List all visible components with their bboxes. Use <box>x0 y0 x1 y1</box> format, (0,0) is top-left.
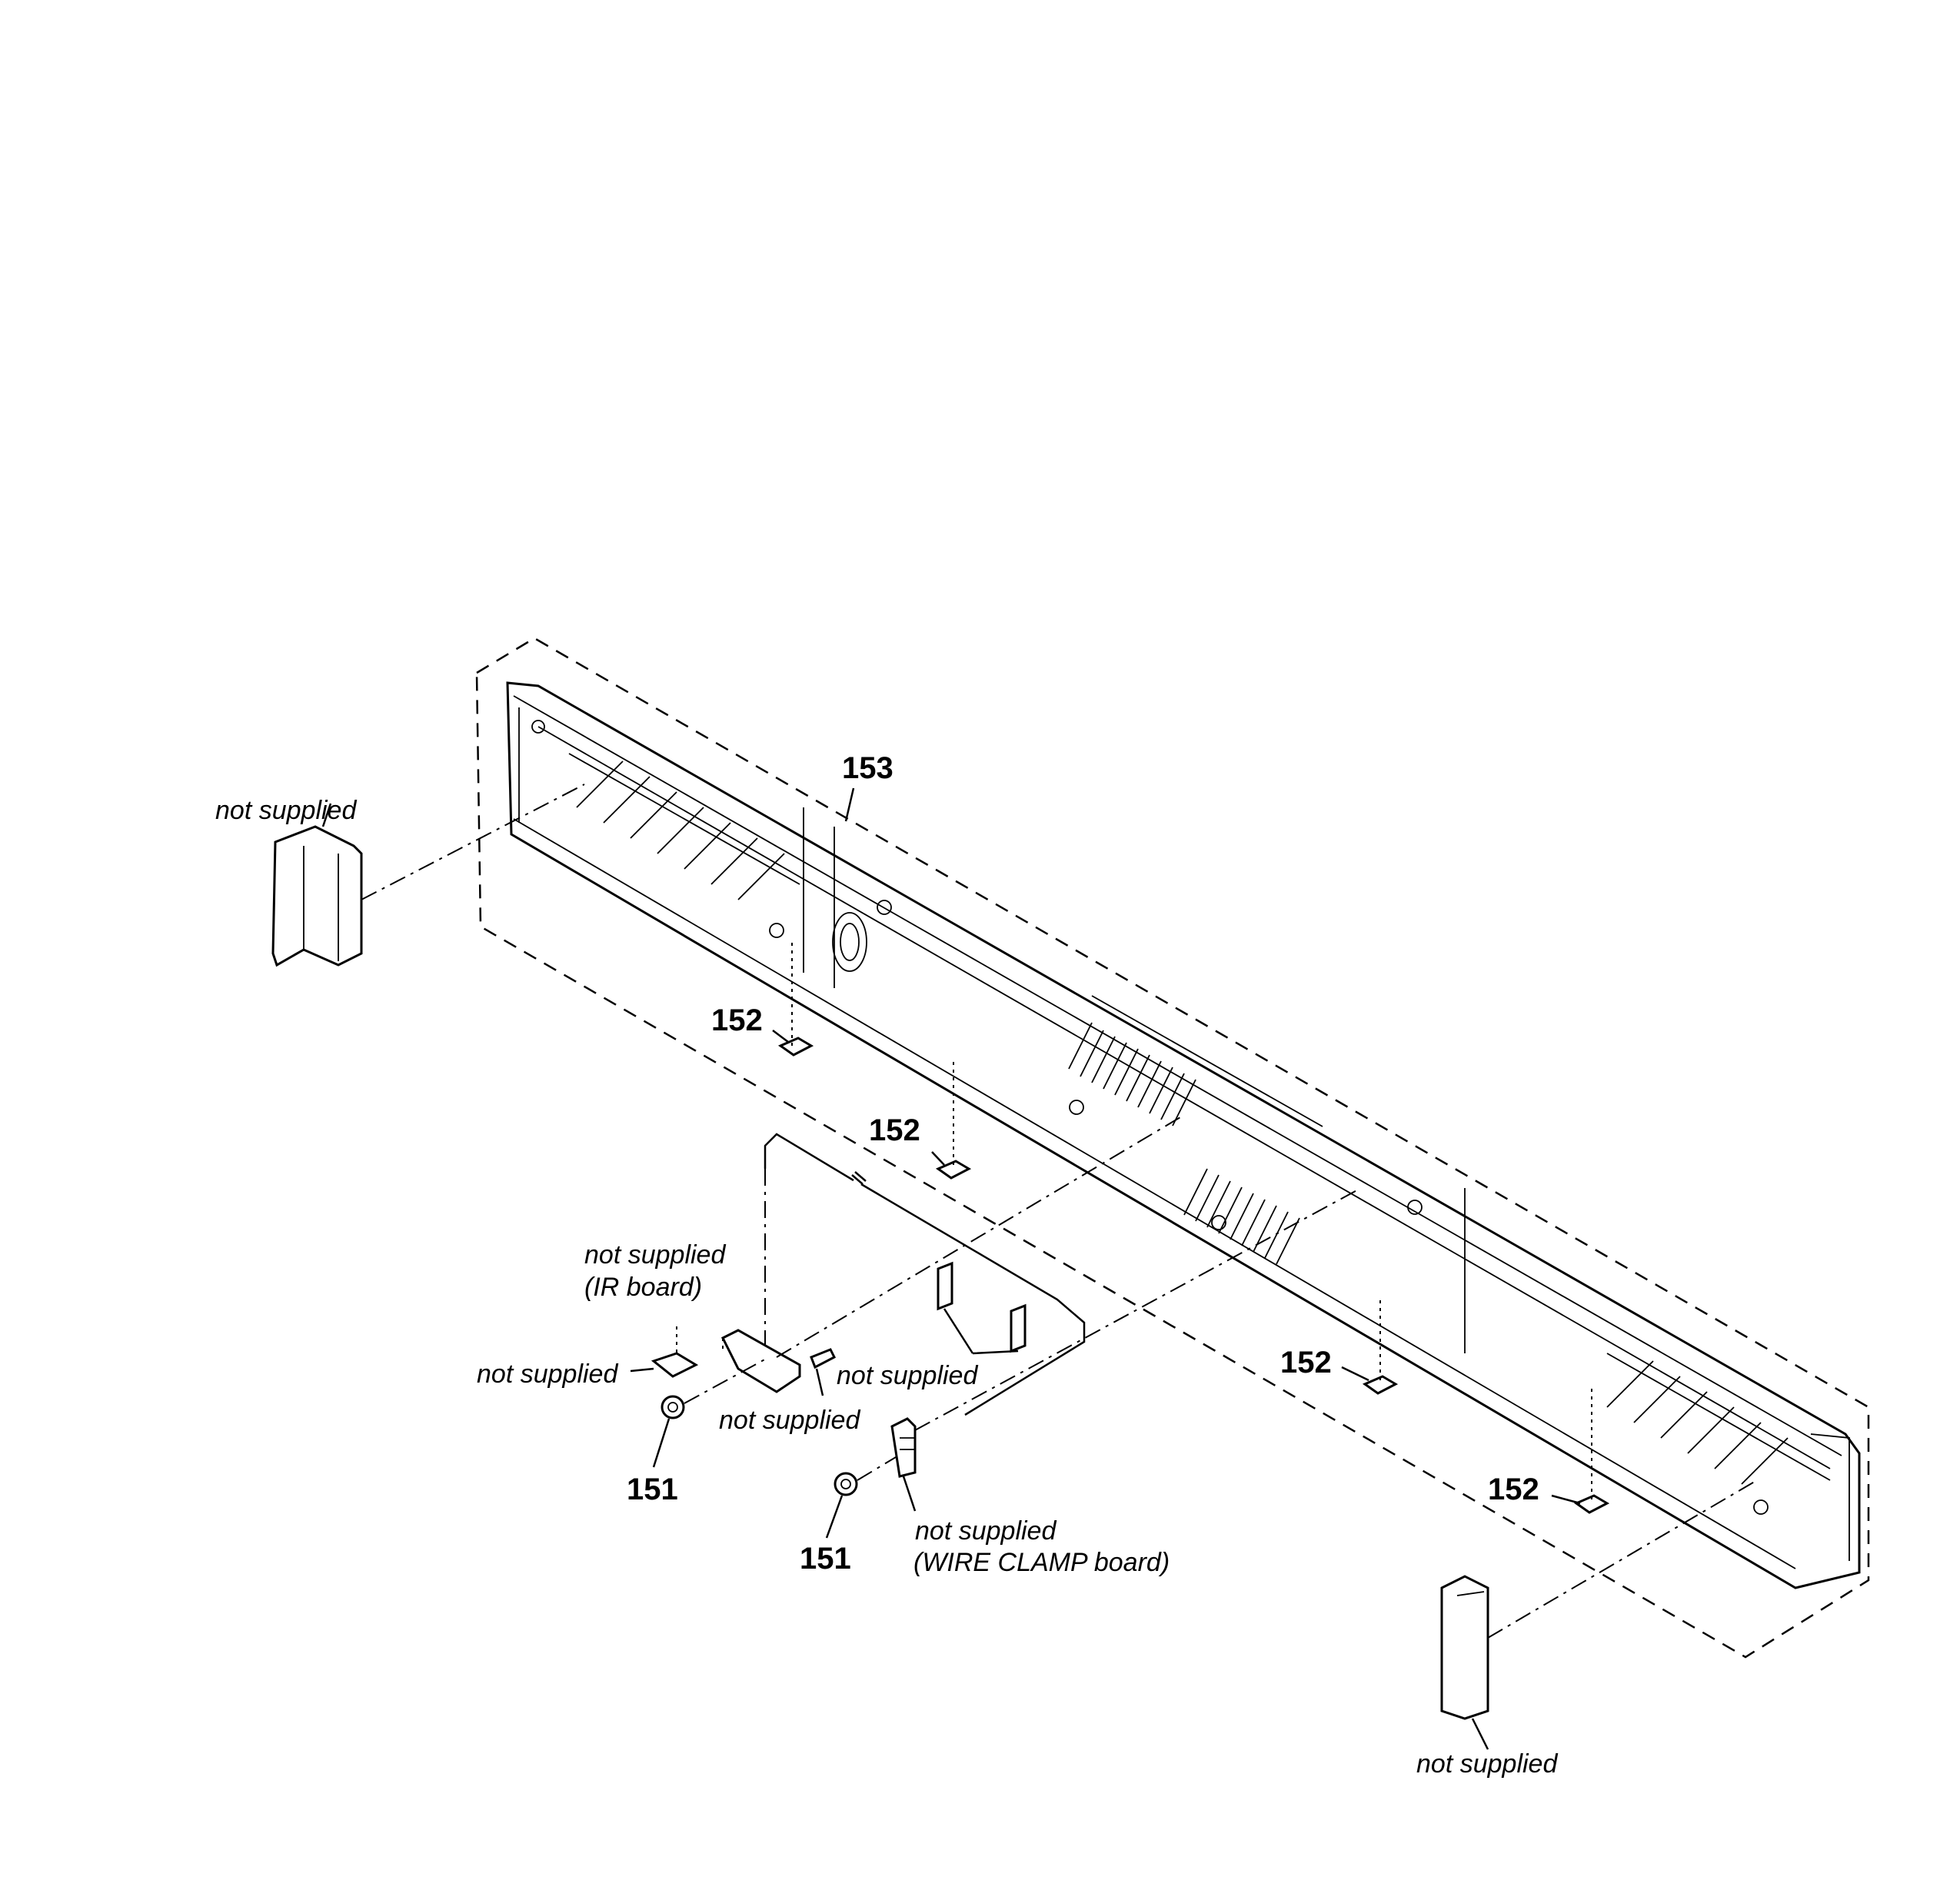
label-152-c: 152 <box>1280 1346 1332 1379</box>
label-153: 153 <box>842 751 893 785</box>
label-not-supplied-tabs: not supplied <box>837 1361 978 1390</box>
front-panel-153 <box>506 681 1861 1589</box>
label-152-a: 152 <box>711 1003 763 1037</box>
leader-lines <box>321 787 1581 1750</box>
label-not-supplied-ir: not supplied <box>584 1240 726 1270</box>
label-ir-board: (IR board) <box>584 1273 702 1302</box>
pad-152-b <box>935 1057 972 1180</box>
label-not-supplied-pad-left: not supplied <box>477 1359 618 1389</box>
right-side-piece <box>1440 1479 1758 1720</box>
pad-152-a <box>777 938 814 1057</box>
label-not-supplied-wire-clamp: not supplied <box>915 1516 1057 1546</box>
wire-harness <box>764 1133 1086 1416</box>
label-151-left: 151 <box>627 1473 678 1506</box>
label-wire-clamp-board: (WIRE CLAMP board) <box>913 1548 1170 1577</box>
label-not-supplied-right-piece: not supplied <box>1416 1749 1558 1779</box>
wire-clamp-board <box>890 1187 1362 1478</box>
label-152-d: 152 <box>1488 1473 1539 1506</box>
assembly-boundary <box>475 637 1870 1659</box>
label-152-b: 152 <box>869 1113 920 1147</box>
pair-of-tabs <box>937 1261 1027 1355</box>
pad-152-d <box>1573 1384 1610 1514</box>
screw-151-left <box>661 1356 770 1419</box>
pad-152-c <box>1362 1300 1399 1395</box>
screw-151-right <box>834 1456 897 1496</box>
left-side-piece <box>271 784 585 967</box>
label-not-supplied-left-piece: not supplied <box>215 796 357 825</box>
label-not-supplied-pad-right: not supplied <box>719 1406 860 1435</box>
label-151-right: 151 <box>800 1542 851 1576</box>
